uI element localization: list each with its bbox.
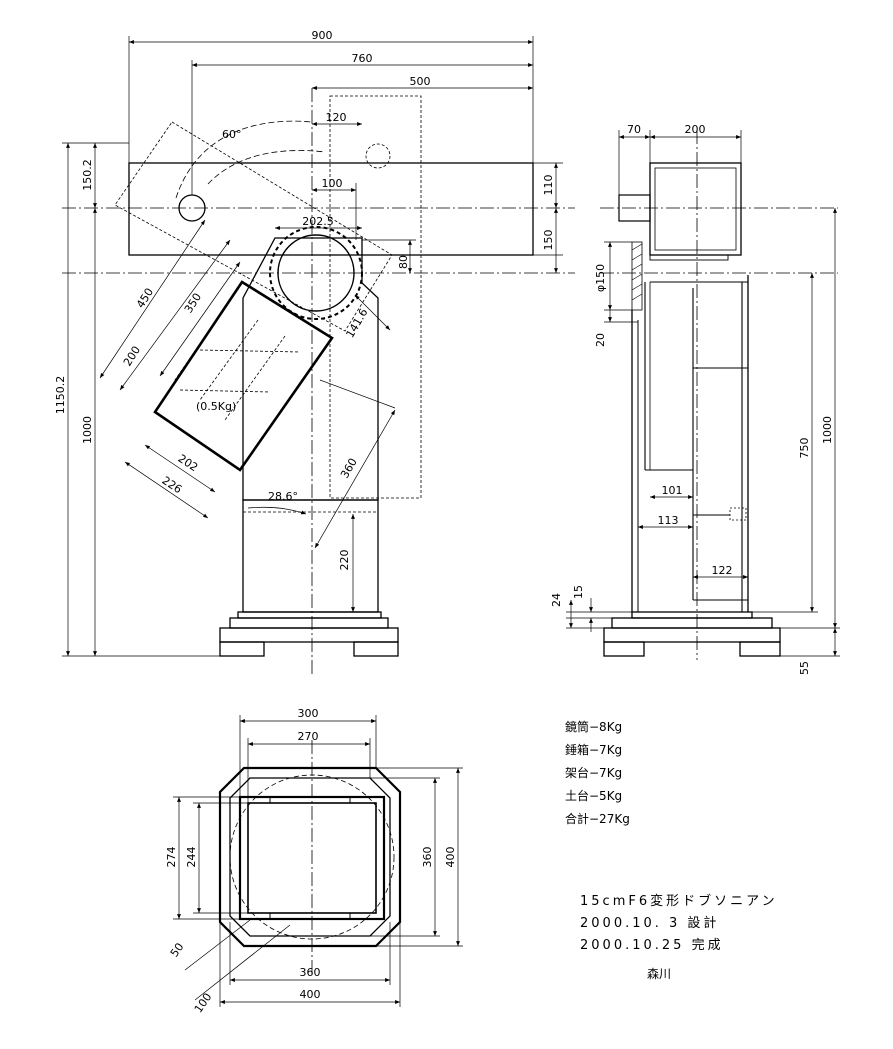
dim-101: 101 — [662, 484, 683, 497]
angle-60: 60° — [222, 128, 242, 141]
dim-50: 50 — [168, 941, 187, 960]
dim-750: 750 — [798, 438, 811, 459]
side-view: 70 200 φ150 20 750 1000 101 113 122 24 1… — [550, 123, 840, 675]
design-date: 2000.10. 3 設計 — [580, 916, 720, 931]
plan-view: 300 270 274 244 360 400 360 400 50 100 — [165, 707, 463, 1015]
complete-date: 2000.10.25 完成 — [580, 938, 724, 953]
weight-list: 鏡筒−8Kg 錘箱−7Kg 架台−7Kg 土台−5Kg 合計−27Kg — [565, 716, 630, 831]
dim-phi150: φ150 — [594, 264, 607, 292]
dim-202-5: 202.5 — [302, 215, 334, 228]
dim-300: 300 — [298, 707, 319, 720]
dim-113: 113 — [658, 514, 679, 527]
dim-274: 274 — [165, 847, 178, 868]
dim-100: 100 — [322, 177, 343, 190]
angle-28-6: 28.6° — [268, 490, 298, 503]
weight-item: 錘箱−7Kg — [565, 743, 623, 757]
dim-400-plan-v: 400 — [444, 847, 457, 868]
dim-20: 20 — [594, 333, 607, 347]
dim-360-plan-v: 360 — [421, 847, 434, 868]
dim-226: 226 — [160, 474, 185, 496]
dim-200: 200 — [121, 344, 143, 369]
dim-150-2: 150.2 — [81, 159, 94, 191]
weight-item: 鏡筒−8Kg — [565, 720, 623, 734]
drawing-title: 15cmF6変形ドブソニアン — [580, 894, 778, 909]
dim-100-plan: 100 — [192, 991, 215, 1016]
dim-110: 110 — [542, 175, 555, 196]
dim-1000-side: 1000 — [821, 416, 834, 444]
dim-220: 220 — [338, 550, 351, 571]
weight-note: (0.5Kg) — [196, 400, 236, 413]
dim-24: 24 — [550, 593, 563, 607]
weight-item: 架台−7Kg — [565, 766, 623, 780]
dim-1000-front: 1000 — [81, 416, 94, 444]
dim-120: 120 — [326, 111, 347, 124]
weight-item: 土台−5Kg — [565, 789, 623, 803]
dim-55: 55 — [798, 661, 811, 675]
dim-70: 70 — [627, 123, 641, 136]
dim-200-side: 200 — [685, 123, 706, 136]
dim-360-plan-h: 360 — [300, 966, 321, 979]
weight-item: 合計−27Kg — [565, 812, 630, 826]
dim-80: 80 — [397, 255, 410, 269]
dim-760: 760 — [352, 52, 373, 65]
dim-150: 150 — [542, 230, 555, 251]
dim-141-6: 141.6 — [343, 306, 370, 340]
dim-122: 122 — [712, 564, 733, 577]
dim-15: 15 — [572, 585, 585, 599]
dim-270: 270 — [298, 730, 319, 743]
dim-500: 500 — [410, 75, 431, 88]
dim-900: 900 — [312, 29, 333, 42]
dim-1150-2: 1150.2 — [54, 376, 67, 415]
dim-202: 202 — [176, 452, 201, 474]
dim-400-plan-h: 400 — [300, 988, 321, 1001]
dim-244: 244 — [185, 847, 198, 868]
dim-350: 350 — [182, 291, 204, 316]
front-view: 900 760 500 120 100 202.5 60° 150.2 1150… — [54, 29, 575, 675]
author: 森川 — [647, 967, 672, 981]
